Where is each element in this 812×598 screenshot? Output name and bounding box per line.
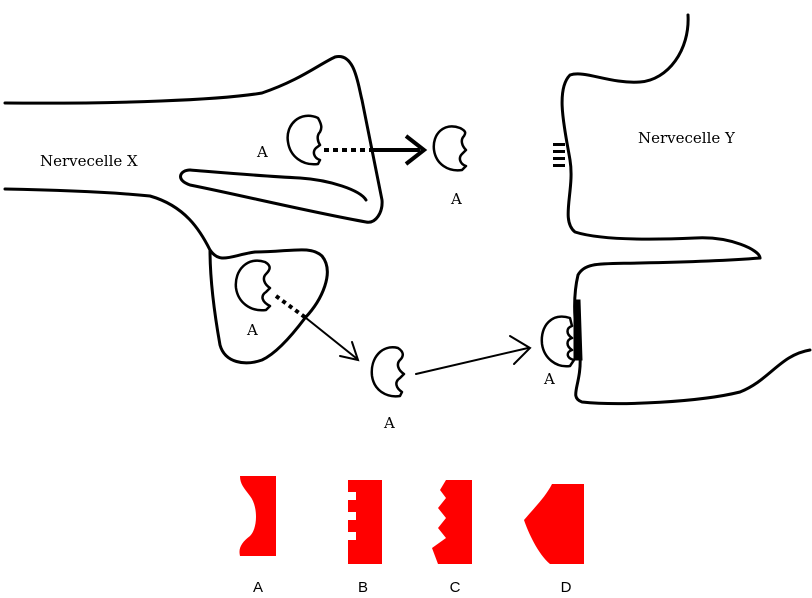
label-molecule-a-upper-cell: A — [256, 143, 268, 161]
option-d-shape — [524, 484, 584, 564]
dotted-path-lower — [274, 294, 308, 320]
molecule-a-lower-cell — [234, 259, 272, 312]
nervecelle-y-upper-outline — [560, 13, 762, 260]
nervecelle-y-lower-outline — [573, 256, 812, 406]
label-nervecelle-x: Nervecelle X — [40, 152, 138, 170]
label-nervecelle-y: Nervecelle Y — [638, 129, 736, 147]
molecule-a-bound-receptor — [540, 315, 576, 368]
arrow-upper-head — [404, 134, 428, 166]
molecule-a-upper-cell — [286, 114, 323, 166]
option-c-letter: C — [450, 579, 461, 596]
option-b-letter: B — [358, 579, 368, 596]
option-a-shape — [239, 476, 276, 556]
label-molecule-a-bound: A — [543, 370, 555, 388]
option-c-shape — [432, 480, 472, 564]
nervecelle-x-upper-outline — [3, 55, 384, 224]
nervecelle-x-inner-fold — [188, 168, 368, 202]
molecule-a-released-lower — [370, 346, 406, 398]
label-molecule-a-lower-cell: A — [246, 321, 258, 339]
option-d-letter: D — [561, 579, 572, 596]
option-a-letter: A — [253, 579, 263, 596]
arrow-middle — [305, 317, 357, 359]
label-molecule-a-released-upper: A — [450, 190, 462, 208]
arrow-lower — [415, 347, 529, 375]
arrow-middle-head — [339, 341, 360, 362]
receptor-upper — [553, 143, 565, 167]
label-molecule-a-released-lower: A — [383, 414, 395, 432]
option-b-shape — [348, 480, 382, 564]
receptor-lower — [573, 299, 583, 361]
nervecelle-x-lower-outline — [3, 187, 329, 365]
molecule-a-released-upper — [432, 125, 468, 172]
arrow-lower-head — [509, 335, 532, 365]
